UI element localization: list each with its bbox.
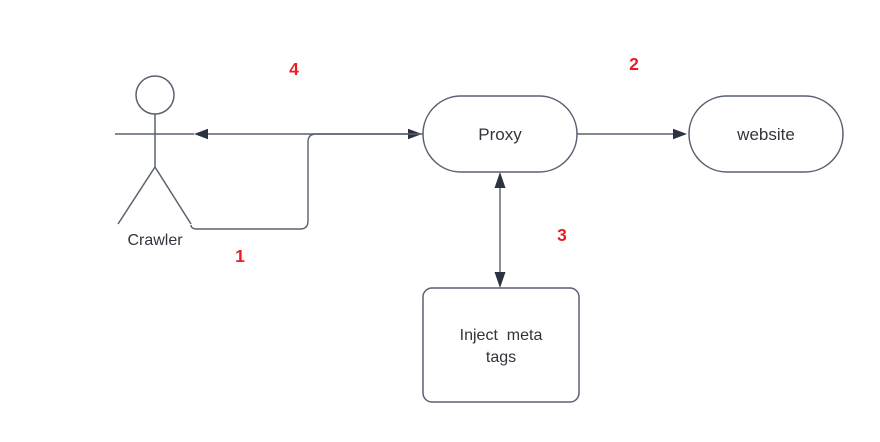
step-label-1: 1 [235,246,245,266]
step-label-3: 3 [557,225,567,245]
crawler-head [135,75,175,115]
website-node [688,95,844,173]
website-label: website [736,125,795,144]
crawler-actor: Crawler [115,75,194,249]
arrowhead-into-crawler [194,128,208,140]
inject-meta-tags-node [422,287,580,403]
crawler-left-leg [117,166,156,225]
proxy-label: Proxy [478,125,522,144]
crawler-right-leg [154,166,192,225]
arrowhead-into-website [673,128,687,140]
connector-crawler-to-proxy [190,133,409,230]
inject-label-line1: Inject meta [460,327,543,344]
step-label-4: 4 [289,59,299,79]
arrowhead-up-into-proxy [494,172,506,188]
arrowhead-down-into-inject [494,272,506,288]
crawler-label: Crawler [127,232,183,249]
inject-label-line2: tags [486,349,516,366]
step-label-2: 2 [629,54,639,74]
